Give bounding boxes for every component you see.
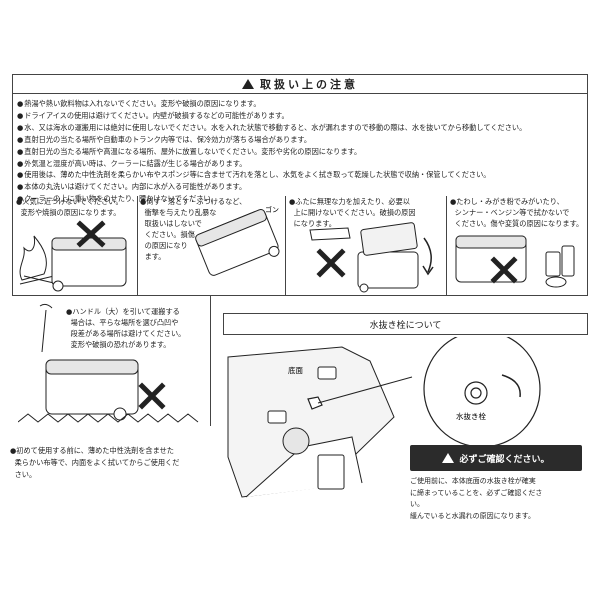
hand-icon [309, 227, 351, 241]
caution-lid-text: ●ふたに無理な力を加えたり、必要以 上に開けないでください。破損の原因 になりま… [289, 197, 416, 228]
divider [285, 196, 286, 296]
list-item: 使用後は、薄めた中性洗剤を柔らかい布やスポンジ等に含ませて汚れを落とし、水気をよ… [17, 169, 585, 181]
bottom-label: 底面 [288, 365, 303, 375]
x-mark-icon [316, 248, 346, 278]
list-item: 外気温と湿度が高い時は、クーラーに結露が生じる場合があります。 [17, 158, 585, 170]
warning-icon [442, 453, 455, 463]
thinner-can-icon [545, 245, 575, 288]
caution-handle-text: ●ハンドル（大）を引いて運搬する 場合は、平らな場所を選び凸凹や 段差がある場所… [66, 307, 186, 349]
handle-illustration [18, 303, 199, 423]
lid-illustration [309, 222, 434, 293]
list-item: 本体の丸洗いは避けてください。内部に水が入る可能性があります。 [17, 181, 585, 193]
caution-frame [12, 74, 588, 296]
x-mark-icon [138, 382, 166, 410]
drain-plug-label: 水抜き栓 [456, 411, 486, 421]
list-item: クーラーの上に重い物をのせたり、腰かけないでください。 [17, 193, 585, 205]
divider [210, 296, 211, 426]
list-item: 水、又は海水の運搬用には絶対に使用しないでください。水を入れた状態で移動すると、… [17, 122, 585, 134]
confirm-heading: 必ずご確認ください。 [410, 445, 582, 471]
list-item: ドライアイスの使用は避けてください。内壁が破損するなどの可能性があります。 [17, 110, 585, 122]
drain-plug-heading: 水抜き栓について [223, 313, 588, 335]
drain-plug-icon [464, 381, 488, 405]
cooler-icon [195, 209, 280, 276]
caution-title: 取扱い上の注意 [0, 74, 600, 94]
list-item: 直射日光の当たる場所や自動車のトランク内等では、保冷効力が落ちる場合があります。 [17, 134, 585, 146]
fire-illustration [19, 220, 127, 292]
caution-drop-text: ●倒す・落とす・ぶつけるなど、 衝撃を与えたり乱暴な 取扱いはしないで ください… [140, 197, 247, 261]
caution-rules-list: 熱湯や熱い飲料物は入れないでください。変形や破損の原因になります。 ドライアイス… [17, 98, 585, 205]
cooler-icon [357, 222, 419, 293]
divider [446, 196, 447, 296]
list-item: 熱湯や熱い飲料物は入れないでください。変形や破損の原因になります。 [17, 98, 585, 110]
confirm-body: ご使用前に、本体底面の水抜き栓が確実 に締まっていることを、必ずご確認くださ い… [410, 477, 543, 520]
caution-fire-text: ●火気に近づけないでください。 変形や焼損の原因になります。 [16, 197, 123, 217]
cooler-icon [455, 235, 527, 283]
arrow-icon [501, 374, 521, 398]
caution-header-bar [12, 74, 588, 94]
confirm-heading-text: 必ずご確認ください。 [459, 454, 550, 465]
brush-illustration [455, 235, 575, 288]
divider [137, 196, 138, 296]
drop-illustration: ゴン [195, 205, 280, 276]
warning-icon [242, 79, 254, 89]
cooler-icon [45, 359, 139, 421]
list-item: 直射日光の当たる場所や高温になる場所、屋外に放置しないでください。変形や劣化の原… [17, 146, 585, 158]
x-mark-icon [76, 220, 106, 248]
x-mark-icon [490, 256, 518, 284]
cooler-icon [51, 237, 127, 292]
svg-text:ゴン: ゴン [265, 205, 279, 214]
caution-brush-text: ●たわし・みがき粉でみがいたり、 シンナー・ベンジン等で拭かないで ください。傷… [450, 197, 584, 228]
caution-title-text: 取扱い上の注意 [260, 78, 358, 91]
drain-plug-icon [307, 396, 323, 410]
arrow-icon [422, 237, 434, 276]
first-use-note: ●初めて使用する前に、薄めた中性洗剤を含ませた 柔らかい布等で、内面をよく拭いて… [10, 446, 180, 479]
handle-icon [39, 303, 53, 353]
cooler-icon [227, 346, 395, 498]
